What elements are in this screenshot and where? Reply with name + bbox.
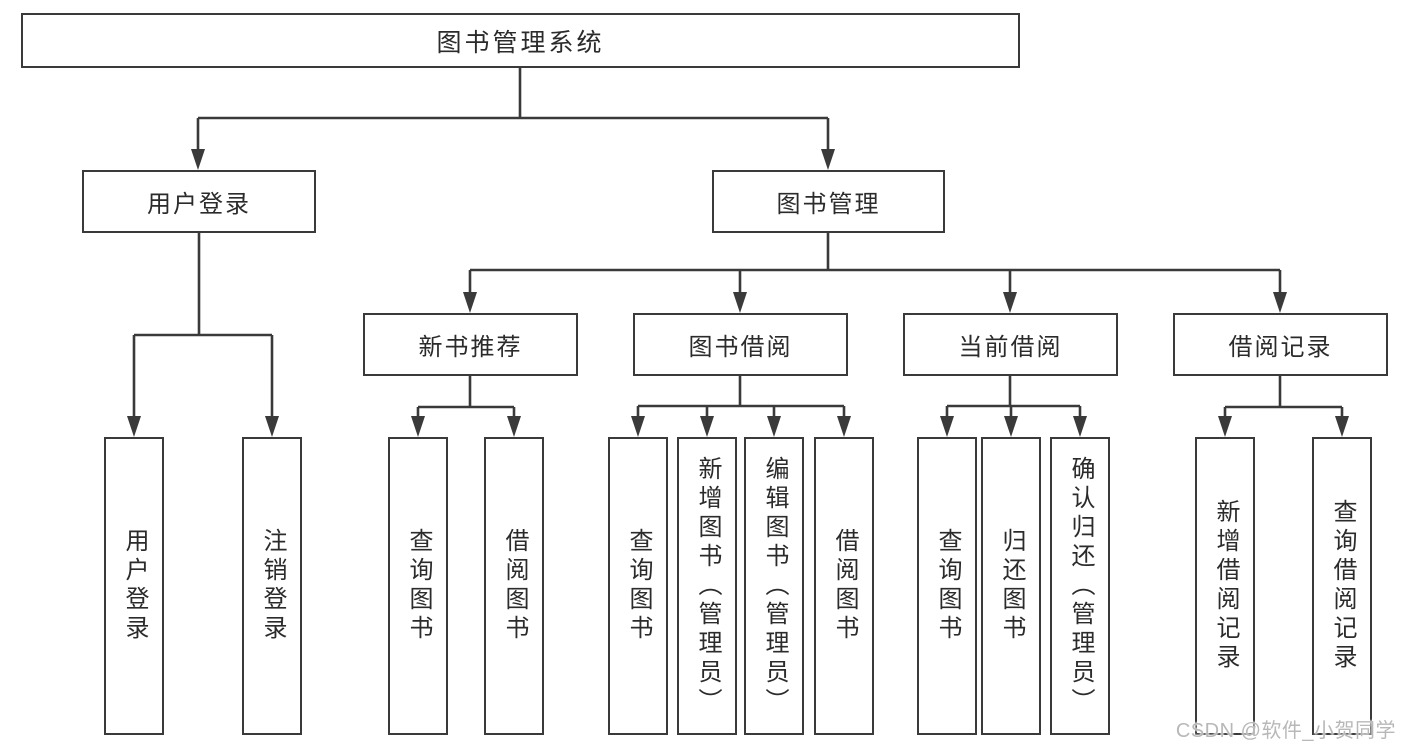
leaf-borrow-query-book: 查询图书 bbox=[608, 437, 668, 735]
leaf-recommend-borrow-book: 借阅图书 bbox=[484, 437, 544, 735]
leaf-borrow-query-book-label: 查询图书 bbox=[625, 528, 652, 644]
node-book-borrow: 图书借阅 bbox=[633, 313, 848, 376]
leaf-current-query-book-label: 查询图书 bbox=[934, 528, 961, 644]
leaf-user-login-label: 用户登录 bbox=[121, 528, 148, 644]
leaf-borrow-borrow-book: 借阅图书 bbox=[814, 437, 874, 735]
node-current-borrow-label: 当前借阅 bbox=[958, 334, 1063, 361]
leaf-borrow-edit-book-admin-label: 编辑图书（管理员） bbox=[761, 455, 788, 717]
node-new-book-recommend-label: 新书推荐 bbox=[418, 334, 523, 361]
node-book-management: 图书管理 bbox=[712, 170, 945, 233]
leaf-borrow-add-book-admin-label: 新增图书（管理员） bbox=[694, 455, 721, 717]
node-user-login-label: 用户登录 bbox=[147, 191, 251, 218]
node-system-root: 图书管理系统 bbox=[21, 13, 1020, 68]
leaf-current-return-book: 归还图书 bbox=[981, 437, 1041, 735]
leaf-recommend-query-book-label: 查询图书 bbox=[405, 528, 432, 644]
leaf-current-return-book-label: 归还图书 bbox=[998, 528, 1025, 644]
node-book-management-label: 图书管理 bbox=[776, 191, 881, 218]
leaf-records-query-record: 查询借阅记录 bbox=[1312, 437, 1372, 735]
node-borrow-records-label: 借阅记录 bbox=[1228, 334, 1333, 361]
leaf-recommend-query-book: 查询图书 bbox=[388, 437, 448, 735]
leaf-current-query-book: 查询图书 bbox=[917, 437, 977, 735]
node-user-login: 用户登录 bbox=[82, 170, 316, 233]
node-borrow-records: 借阅记录 bbox=[1173, 313, 1388, 376]
leaf-recommend-borrow-book-label: 借阅图书 bbox=[501, 528, 528, 644]
leaf-logout-label: 注销登录 bbox=[259, 528, 286, 644]
leaf-records-query-record-label: 查询借阅记录 bbox=[1329, 499, 1356, 673]
leaf-borrow-edit-book-admin: 编辑图书（管理员） bbox=[744, 437, 804, 735]
leaf-borrow-borrow-book-label: 借阅图书 bbox=[831, 528, 858, 644]
leaf-records-add-record-label: 新增借阅记录 bbox=[1212, 499, 1239, 673]
leaf-current-confirm-return-admin-label: 确认归还（管理员） bbox=[1067, 455, 1094, 717]
csdn-watermark: CSDN @软件_小贺同学 bbox=[1175, 720, 1396, 742]
node-new-book-recommend: 新书推荐 bbox=[363, 313, 578, 376]
leaf-records-add-record: 新增借阅记录 bbox=[1195, 437, 1255, 735]
leaf-borrow-add-book-admin: 新增图书（管理员） bbox=[677, 437, 737, 735]
leaf-logout: 注销登录 bbox=[242, 437, 302, 735]
leaf-user-login: 用户登录 bbox=[104, 437, 164, 735]
node-book-borrow-label: 图书借阅 bbox=[688, 334, 793, 361]
node-system-root-label: 图书管理系统 bbox=[436, 28, 605, 57]
node-current-borrow: 当前借阅 bbox=[903, 313, 1118, 376]
leaf-current-confirm-return-admin: 确认归还（管理员） bbox=[1050, 437, 1110, 735]
